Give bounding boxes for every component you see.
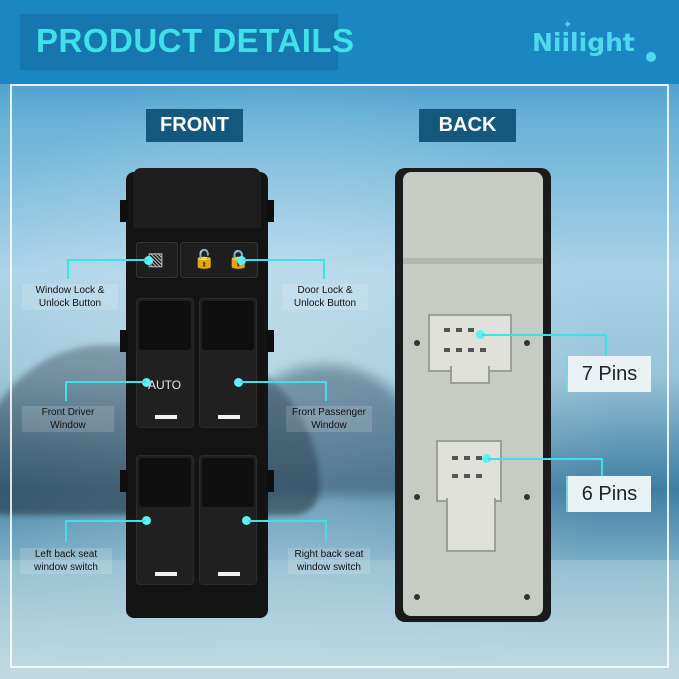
pin	[444, 328, 450, 332]
callout-line	[240, 381, 326, 383]
callout-line	[482, 334, 606, 336]
label-line: Unlock Button	[293, 298, 357, 309]
pin	[464, 456, 470, 460]
callout-dot	[144, 256, 153, 265]
back-tag: BACK	[419, 109, 516, 142]
connector-7-pin	[428, 314, 512, 372]
callout-dot	[234, 378, 243, 387]
side-clip	[266, 470, 274, 492]
screw	[414, 594, 420, 600]
pin	[444, 348, 450, 352]
back-plate-rail	[403, 258, 543, 264]
callout-line	[323, 259, 325, 279]
seven-pins-label: 7 Pins	[566, 356, 651, 392]
pin	[480, 348, 486, 352]
callout-dot	[142, 378, 151, 387]
callout-line	[65, 381, 67, 401]
rocker-indicator	[218, 415, 240, 419]
callout-line	[65, 520, 67, 542]
callout-dot	[142, 516, 151, 525]
side-clip	[120, 330, 128, 352]
title-box	[20, 14, 338, 70]
unlock-icon: 🔓	[193, 249, 216, 269]
pin	[456, 348, 462, 352]
rocker-top	[202, 458, 254, 507]
callout-line	[242, 259, 324, 261]
callout-line	[325, 381, 327, 401]
label-line: Front Passenger	[292, 407, 366, 418]
label-line: Door Lock &	[297, 285, 353, 296]
screw	[414, 494, 420, 500]
window-lock-label: Window Lock & Unlock Button	[22, 284, 118, 310]
auto-label: AUTO	[148, 378, 182, 392]
front-driver-label: Front Driver Window	[22, 406, 114, 432]
rocker-indicator	[155, 415, 177, 419]
pin	[468, 328, 474, 332]
front-tag: FRONT	[146, 109, 243, 142]
callout-dot	[476, 330, 485, 339]
logo-dot-icon	[646, 52, 656, 62]
water-reflection	[0, 560, 679, 679]
label-line: Right back seat	[294, 549, 364, 560]
pin	[456, 328, 462, 332]
front-passenger-label: Front Passenger Window	[286, 406, 372, 432]
callout-line	[325, 520, 327, 542]
front-switch-top	[133, 168, 261, 228]
pin	[464, 474, 470, 478]
rocker-top	[202, 301, 254, 350]
side-clip	[266, 200, 274, 222]
pin	[452, 456, 458, 460]
rocker-top	[139, 301, 191, 350]
callout-line	[605, 334, 607, 356]
screw	[524, 494, 530, 500]
right-back-label: Right back seat window switch	[288, 548, 370, 574]
page-title: PRODUCT DETAILS	[36, 22, 355, 59]
label-line: Unlock Button	[38, 298, 102, 309]
left-back-label: Left back seat window switch	[20, 548, 112, 574]
pin	[452, 474, 458, 478]
content-frame	[10, 84, 669, 668]
screw	[524, 594, 530, 600]
front-driver-window-switch[interactable]	[136, 298, 194, 428]
label-line: window switch	[34, 562, 98, 573]
connector-6-pin	[436, 440, 502, 502]
label-line: window switch	[297, 562, 361, 573]
callout-line	[68, 259, 148, 261]
callout-line	[488, 458, 602, 460]
side-clip	[120, 200, 128, 222]
rocker-indicator	[155, 572, 177, 576]
door-lock-label: Door Lock & Unlock Button	[282, 284, 368, 310]
side-clip	[266, 330, 274, 352]
callout-line	[66, 381, 146, 383]
callout-line	[248, 520, 326, 522]
label-line: Window Lock &	[35, 285, 105, 296]
label-line: Front Driver	[41, 407, 95, 418]
brand-logo: Niilight	[532, 28, 635, 57]
rocker-top	[139, 458, 191, 507]
connector-housing	[446, 498, 496, 552]
side-clip	[120, 470, 128, 492]
label-line: Window	[311, 420, 347, 431]
label-line: Left back seat	[34, 549, 98, 560]
callout-line	[67, 259, 69, 279]
connector-latch	[450, 366, 490, 384]
six-pins-label: 6 Pins	[566, 476, 651, 512]
callout-line	[66, 520, 146, 522]
pin	[468, 348, 474, 352]
screw	[414, 340, 420, 346]
rocker-indicator	[218, 572, 240, 576]
pin	[476, 474, 482, 478]
pin	[476, 456, 482, 460]
callout-dot	[237, 256, 246, 265]
sparkle-icon: ✦	[563, 19, 573, 31]
callout-line	[601, 458, 603, 476]
callout-dot	[242, 516, 251, 525]
callout-dot	[482, 454, 491, 463]
screw	[524, 340, 530, 346]
label-line: Window	[50, 420, 86, 431]
front-passenger-window-switch[interactable]	[199, 298, 257, 428]
